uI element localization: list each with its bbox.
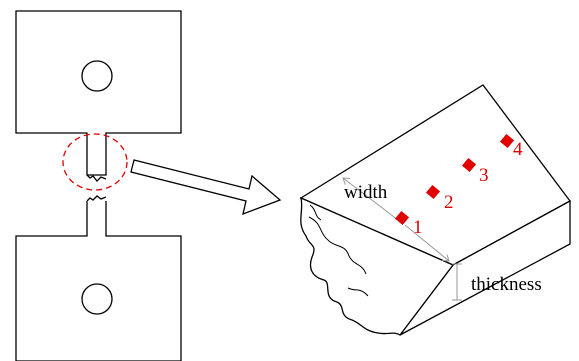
lower-grip: [15, 201, 182, 361]
fracture-texture-3: [347, 287, 369, 297]
upper-grip-outline: [15, 10, 182, 176]
width-dimension-arrow: [343, 178, 399, 221]
thickness-label: thickness: [471, 274, 542, 295]
fracture-texture-1: [308, 216, 367, 275]
measurement-points: 1 2 3 4: [394, 133, 523, 238]
measurement-point-1-label: 1: [413, 217, 423, 238]
measurement-point-1-marker: [394, 210, 410, 226]
measurement-point-4-marker: [499, 133, 515, 149]
lower-pin-hole: [81, 283, 113, 315]
fracture-texture-2: [309, 204, 322, 221]
measurement-point-2-marker: [425, 184, 441, 200]
lower-fracture-edge: [86, 195, 107, 202]
upper-fracture-edge: [86, 174, 107, 182]
measurement-point-4-label: 4: [513, 139, 523, 160]
measurement-point-3-label: 3: [479, 165, 489, 186]
lower-grip-outline: [15, 201, 182, 361]
specimen-block: [299, 84, 571, 336]
fracture-highlight-circle: [62, 133, 128, 191]
fracture-surface: [300, 196, 455, 336]
upper-pin-hole: [81, 60, 113, 92]
measurement-point-2-label: 2: [444, 192, 454, 213]
width-label: width: [344, 182, 388, 203]
zoom-arrow: [130, 159, 282, 216]
upper-grip: [15, 10, 182, 176]
width-dimension-arrow-lower: [404, 224, 449, 261]
measurement-point-3-marker: [461, 157, 477, 173]
